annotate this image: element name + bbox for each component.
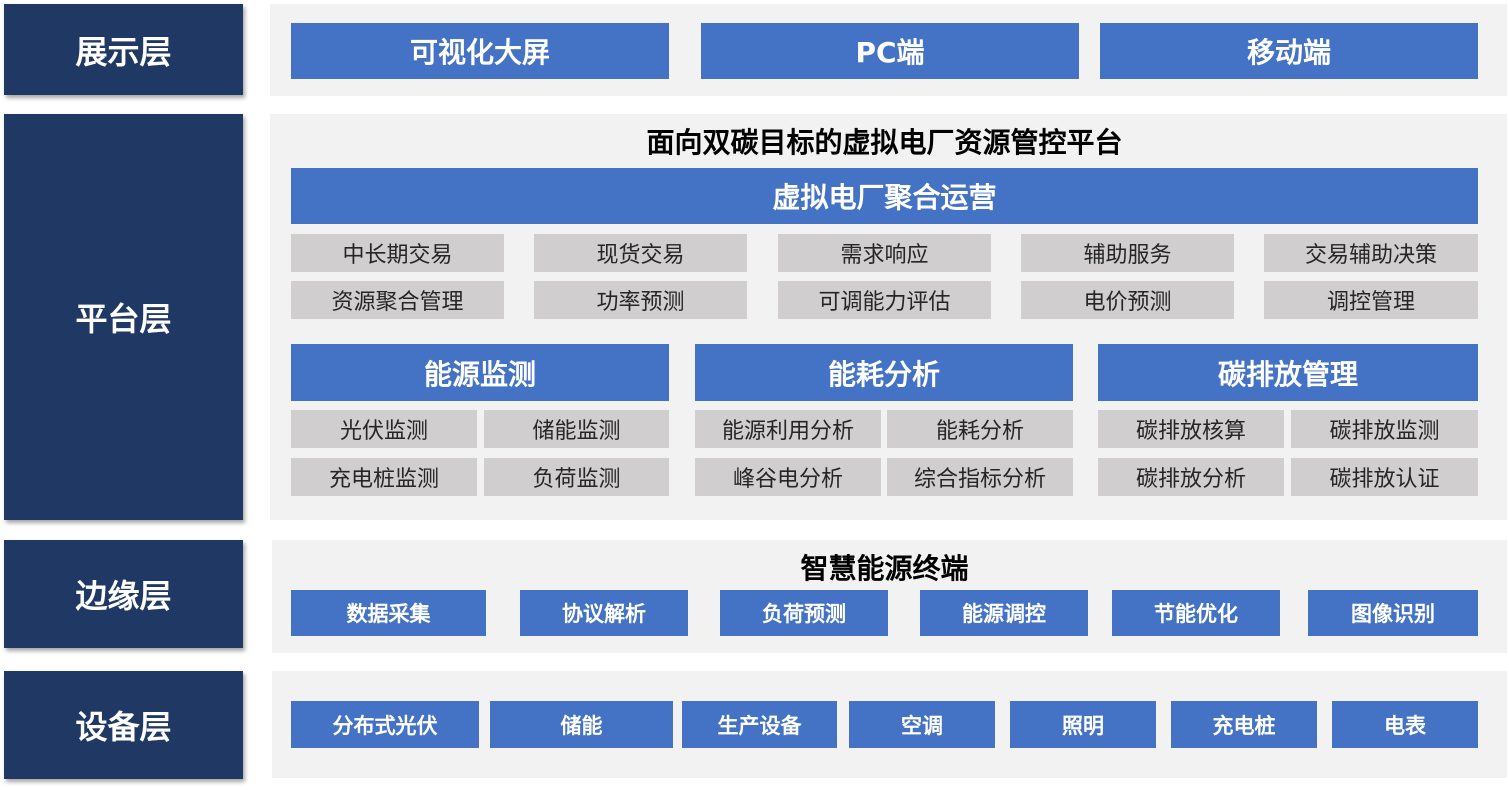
consumption-item-consumption[interactable]: 能耗分析 [887, 410, 1073, 448]
edge-title: 智慧能源终端 [800, 552, 969, 585]
device-item-storage[interactable]: 储能 [490, 701, 673, 748]
energy-monitoring-item-charging[interactable]: 充电桩监测 [291, 458, 477, 496]
edge-item-protocol-parsing[interactable]: 协议解析 [520, 590, 688, 636]
edge-item-data-collection[interactable]: 数据采集 [291, 590, 486, 636]
edge-item-energy-control[interactable]: 能源调控 [920, 590, 1088, 636]
edge-item-image-recognition[interactable]: 图像识别 [1308, 590, 1478, 636]
vpp-item-price-forecast[interactable]: 电价预测 [1021, 281, 1234, 319]
display-item-big-screen[interactable]: 可视化大屏 [291, 23, 669, 79]
module-energy-consumption-header[interactable]: 能耗分析 [695, 344, 1073, 401]
vpp-item-spot-trade[interactable]: 现货交易 [534, 234, 747, 272]
vpp-item-power-forecast[interactable]: 功率预测 [534, 281, 747, 319]
device-item-charging-pile[interactable]: 充电桩 [1171, 701, 1317, 748]
platform-title: 面向双碳目标的虚拟电厂资源管控平台 [646, 126, 1123, 159]
device-item-meter[interactable]: 电表 [1332, 701, 1478, 748]
display-item-pc[interactable]: PC端 [701, 23, 1079, 79]
carbon-item-accounting[interactable]: 碳排放核算 [1098, 410, 1284, 448]
vpp-item-capacity-eval[interactable]: 可调能力评估 [778, 281, 991, 319]
energy-monitoring-item-storage[interactable]: 储能监测 [484, 410, 669, 448]
consumption-item-utilization[interactable]: 能源利用分析 [695, 410, 881, 448]
display-item-mobile[interactable]: 移动端 [1100, 23, 1478, 79]
vpp-item-ancillary-service[interactable]: 辅助服务 [1021, 234, 1234, 272]
device-item-production-equipment[interactable]: 生产设备 [682, 701, 837, 748]
device-item-distributed-pv[interactable]: 分布式光伏 [291, 701, 479, 748]
vpp-item-mid-long-trade[interactable]: 中长期交易 [291, 234, 504, 272]
vpp-item-control-management[interactable]: 调控管理 [1264, 281, 1478, 319]
energy-monitoring-item-load[interactable]: 负荷监测 [484, 458, 669, 496]
edge-item-load-forecast[interactable]: 负荷预测 [720, 590, 888, 636]
layer-label-edge: 边缘层 [4, 540, 243, 648]
device-item-air-conditioner[interactable]: 空调 [849, 701, 995, 748]
energy-monitoring-item-pv[interactable]: 光伏监测 [291, 410, 477, 448]
edge-item-energy-saving[interactable]: 节能优化 [1112, 590, 1280, 636]
carbon-item-analysis[interactable]: 碳排放分析 [1098, 458, 1284, 496]
vpp-item-resource-aggregation[interactable]: 资源聚合管理 [291, 281, 504, 319]
module-carbon-management-header[interactable]: 碳排放管理 [1098, 344, 1478, 401]
layer-label-display: 展示层 [4, 4, 243, 95]
vpp-item-trade-decision[interactable]: 交易辅助决策 [1264, 234, 1478, 272]
carbon-item-certification[interactable]: 碳排放认证 [1291, 458, 1478, 496]
layer-label-platform: 平台层 [4, 114, 243, 520]
carbon-item-monitoring[interactable]: 碳排放监测 [1291, 410, 1478, 448]
module-energy-monitoring-header[interactable]: 能源监测 [291, 344, 669, 401]
consumption-item-peak-valley[interactable]: 峰谷电分析 [695, 458, 881, 496]
consumption-item-composite-index[interactable]: 综合指标分析 [887, 458, 1073, 496]
layer-label-device: 设备层 [4, 671, 243, 779]
vpp-operation-header[interactable]: 虚拟电厂聚合运营 [291, 168, 1478, 224]
vpp-item-demand-response[interactable]: 需求响应 [778, 234, 991, 272]
device-item-lighting[interactable]: 照明 [1010, 701, 1156, 748]
